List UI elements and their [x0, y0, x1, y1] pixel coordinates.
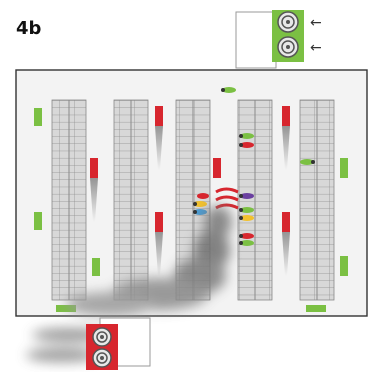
dock-fan-icon: [277, 36, 299, 58]
intake-arrow-icon: ←: [310, 40, 322, 56]
forklift-icon: [239, 142, 254, 148]
exhaust-fan-icon: [92, 348, 112, 368]
red-emitter: [282, 106, 290, 170]
green-marker: [340, 158, 348, 178]
red-emitter: [155, 106, 163, 170]
worker-icon: [239, 240, 254, 246]
worker-icon: [197, 193, 209, 199]
green-marker: [340, 256, 348, 276]
worker-icon: [239, 233, 254, 239]
worker-icon: [193, 209, 207, 215]
worker-icon: [239, 215, 254, 221]
worker-icon: [239, 193, 254, 199]
shelf-rack: [113, 99, 149, 301]
forklift-icon: [239, 133, 254, 139]
green-marker: [34, 108, 42, 126]
red-emitter: [155, 212, 163, 276]
shelf-rack: [299, 99, 335, 301]
green-marker: [56, 305, 76, 312]
top-loading-dock: [235, 10, 304, 69]
red-emitter: [213, 158, 221, 178]
green-marker: [34, 212, 42, 230]
shelf-rack: [51, 99, 87, 301]
red-emitter: [282, 212, 290, 276]
exhaust-fan-icon: [92, 327, 112, 347]
intake-arrow-icon: ←: [310, 15, 322, 31]
forklift-icon: [221, 87, 236, 93]
green-marker: [306, 305, 326, 312]
red-emitter: [90, 158, 98, 222]
smoke-plume: [26, 206, 232, 362]
worker-icon: [193, 201, 207, 207]
green-marker: [92, 258, 100, 276]
dock-fan-icon: [277, 11, 299, 33]
bottom-exhaust-dock: [86, 317, 151, 370]
shelf-rack: [237, 99, 273, 301]
worker-icon: [239, 207, 254, 213]
forklift-icon: [300, 159, 315, 165]
figure-label: 4b: [16, 18, 42, 39]
